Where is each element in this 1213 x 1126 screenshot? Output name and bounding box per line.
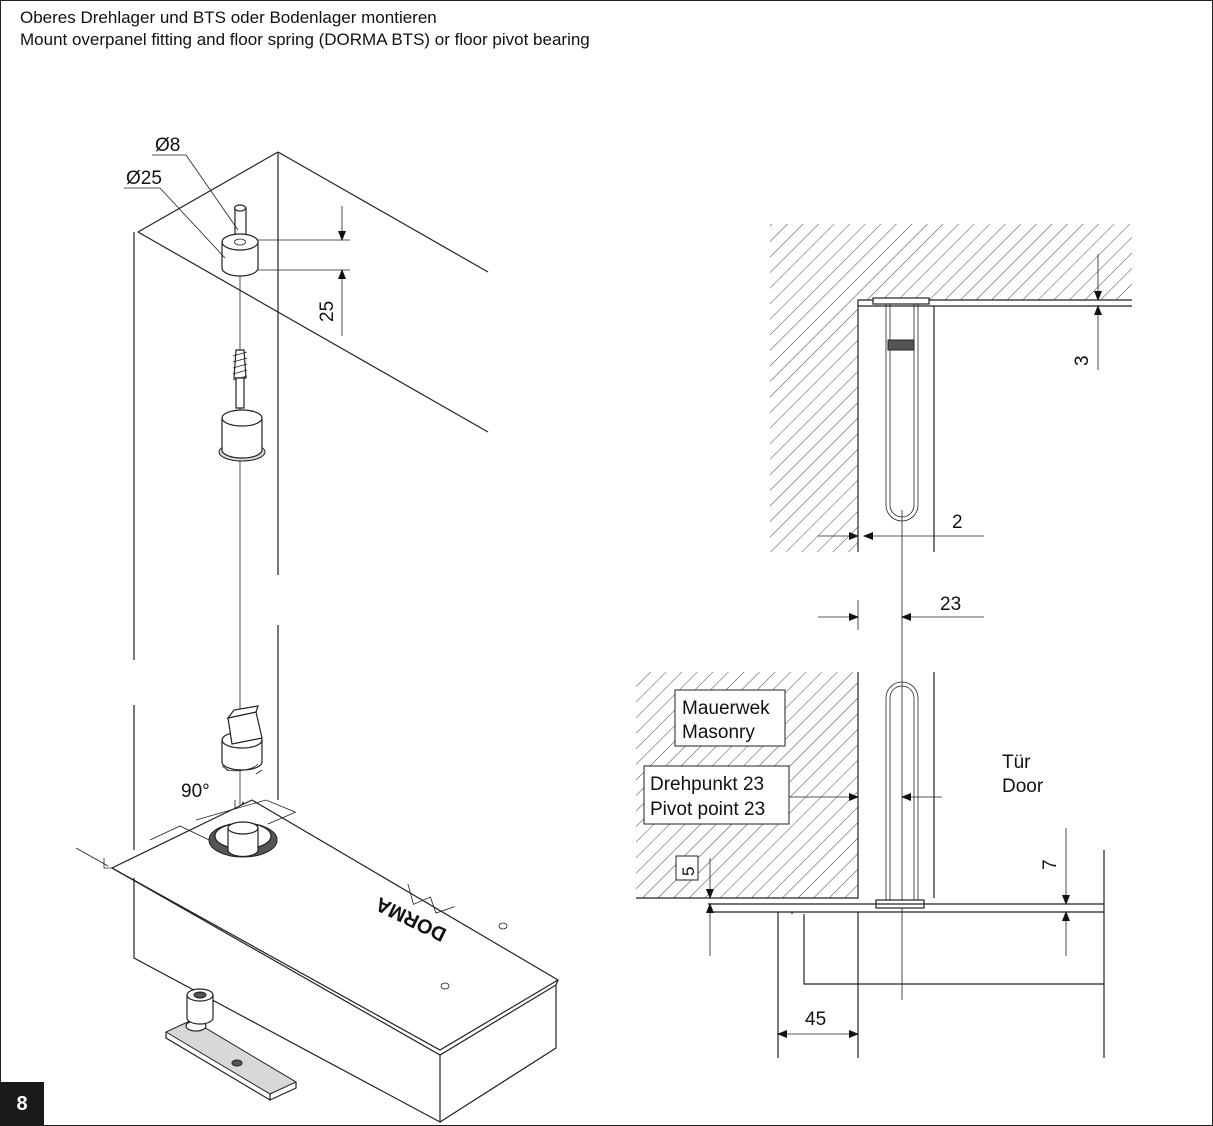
right-section-view: 3 2 23 Mauerwek Masonry [636,224,1132,1058]
top-pivot-bearing [221,204,259,277]
floor-pivot-plate [164,988,298,1102]
pivot-en-label: Pivot point 23 [650,799,765,820]
upper-pivot-cylinder [218,409,266,462]
dim-25-label: 25 [317,301,338,322]
dim-45-label: 45 [805,1009,826,1030]
masonry-en-label: Masonry [682,722,755,743]
floor-spring-box [75,799,560,1124]
page-number-badge: 8 [0,1082,44,1126]
top-pivot-slot-inner [889,304,915,518]
dim-23-label: 23 [940,594,961,615]
dim-2 [818,510,984,1000]
dim-23 [818,600,984,630]
bottom-pivot-slot-outer [885,681,919,900]
dim-2-label: 2 [952,512,963,533]
door-frame [133,151,489,850]
door-de-label: Tür [1002,752,1031,773]
angle-90-label: 90° [181,781,210,802]
dim-5-label: 5 [679,867,698,876]
top-pivot-slot-outer [885,304,919,522]
d8-leader [185,154,239,231]
dim-d25-label: Ø25 [126,168,162,189]
dim-d8-label: Ø8 [155,135,180,156]
dim-5 [675,855,714,956]
screw-anchor [232,349,248,409]
upper-masonry-hatch [770,224,1132,552]
pivot-de-label: Drehpunkt 23 [650,774,764,795]
top-pivot-cap [872,297,930,305]
pivot-label-box [643,765,790,825]
title-english: Mount overpanel fitting and floor spring… [20,30,590,49]
dim-7-label: 7 [1040,859,1061,870]
bottom-pivot-slot-inner [889,685,915,900]
masonry-de-label: Mauerwek [682,698,770,719]
floor-spring-outline [791,912,1104,985]
upper-masonry-edge [857,299,1132,552]
mini-dorma-logo [887,339,915,351]
door-en-label: Door [1002,776,1044,797]
floor-plate-lines [708,903,1104,913]
title-german: Oberes Drehlager und BTS oder Bodenlager… [20,8,437,27]
left-isometric-view: Ø8 Ø25 25 [75,135,560,1124]
dim-3-label: 3 [1072,355,1093,366]
d25-leader [159,187,226,259]
dim-25 [258,206,350,336]
masonry-label-box [674,689,786,747]
lower-spindle [221,705,263,775]
